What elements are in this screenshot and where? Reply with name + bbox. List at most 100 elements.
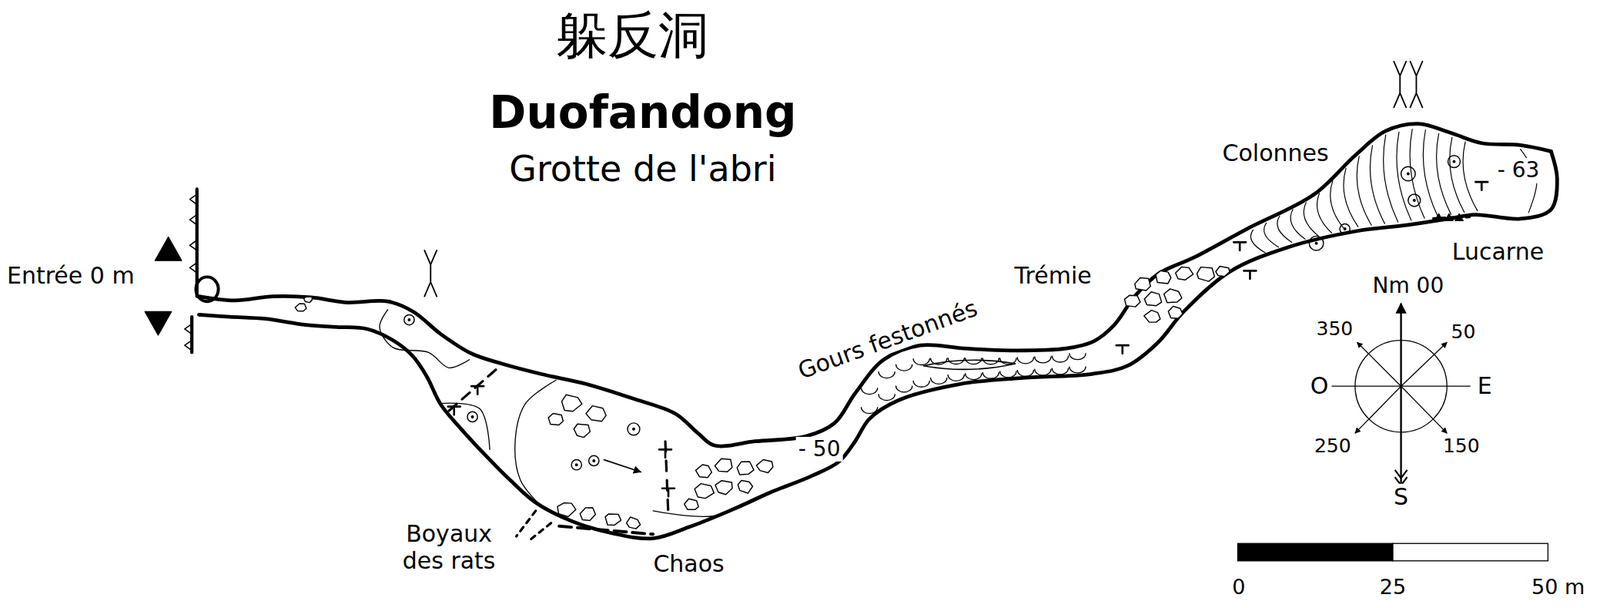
stalagmite-dot: [1452, 160, 1456, 163]
flowstone-line: [1356, 156, 1372, 225]
flowstone-line: [1396, 131, 1412, 220]
flowstone-line: [1343, 167, 1359, 227]
floor-step: [515, 379, 556, 506]
ceiling-tick: [662, 488, 675, 497]
gour-scallop: [947, 374, 965, 381]
ceiling-tick: [1233, 241, 1246, 251]
flowstone-line: [1264, 222, 1279, 247]
flowstone-line: [1383, 134, 1399, 222]
surface-symbol: [1393, 61, 1406, 108]
gour-scallop: [982, 371, 999, 379]
ceiling-tick: [1243, 270, 1256, 279]
scale-label: 25: [1377, 574, 1409, 599]
flowstone-line: [1409, 129, 1425, 219]
stalagmite: [589, 455, 600, 466]
compass-fletch: [1395, 469, 1408, 486]
gour-scallop: [896, 364, 913, 371]
block-rock: [715, 480, 733, 495]
gour-scallop: [896, 385, 913, 392]
block-rock: [1164, 288, 1182, 303]
stalagmite-dot: [1315, 241, 1318, 245]
ceiling-tick: [659, 448, 672, 458]
block-rock: [605, 513, 621, 525]
ceiling-tick: [1475, 181, 1488, 191]
gour-scallop: [861, 388, 878, 395]
surface-symbol: [1410, 61, 1423, 108]
stalagmite-dot: [575, 463, 578, 466]
chinese-name: 躲反洞: [554, 6, 712, 65]
flowstone-line: [1303, 202, 1319, 236]
block-rock: [756, 458, 774, 472]
subtitle: Grotte de l'abri: [506, 147, 779, 189]
block-rock: [294, 303, 307, 312]
cliff-tick: [189, 262, 197, 273]
cave-wall: [198, 150, 1557, 539]
bearing-label: 50: [1449, 320, 1479, 343]
gour-scallop: [965, 373, 982, 380]
gour-scallop: [861, 407, 878, 414]
flowstone-line: [1462, 141, 1478, 211]
stalagmite-dot: [592, 459, 596, 462]
stalagmite: [627, 422, 640, 436]
block-rock: [626, 516, 641, 529]
stalagmite-dot: [471, 415, 474, 419]
cliff-tick: [189, 194, 197, 205]
block-rock: [304, 296, 313, 303]
flowstone-line: [1422, 130, 1438, 217]
block-rock: [694, 483, 714, 499]
gour-scallop: [1000, 371, 1017, 378]
flowstone-line: [1369, 145, 1385, 224]
entrance-triangle: [154, 237, 181, 261]
stalagmite-dot: [1412, 199, 1416, 202]
block-rock: [696, 464, 713, 478]
map-title: Duofandong: [486, 86, 799, 138]
compass-axis: [1399, 303, 1402, 485]
bearing-label: 350: [1314, 317, 1356, 340]
floor-step: [438, 402, 490, 449]
block-rock: [1134, 277, 1151, 292]
block-rock: [585, 405, 606, 422]
cliff-tick: [184, 340, 192, 351]
slope-arrow: [604, 459, 642, 472]
area-label: Colonnes: [1220, 140, 1332, 168]
entrance-triangle: [144, 311, 171, 335]
north-label: Nm 00: [1369, 273, 1447, 298]
gour-scallop: [1051, 355, 1068, 362]
block-rock: [1175, 266, 1194, 280]
block-rock: [579, 507, 596, 521]
block-rock: [1215, 265, 1230, 276]
block-rock: [1144, 291, 1162, 306]
lucarne-tick: [1434, 213, 1443, 221]
stalagmite-dot: [632, 428, 636, 431]
entrance-label: Entrée 0 m: [4, 262, 138, 290]
stalagmite-dot: [408, 318, 411, 322]
area-label: Trémie: [1012, 262, 1095, 290]
block-rock: [573, 423, 590, 437]
gour-scallop: [1069, 366, 1086, 373]
lucarne-tick: [1455, 213, 1464, 221]
flowstone-line: [1250, 229, 1266, 253]
rat-passage: [530, 522, 552, 539]
flowstone-line: [1277, 216, 1293, 243]
block-rock: [557, 502, 576, 517]
block-rock: [684, 498, 700, 509]
ceiling-tick: [448, 406, 461, 416]
gour-scallop: [913, 380, 930, 387]
compass-diagonal: [1355, 385, 1402, 433]
gour-scallop: [878, 371, 895, 379]
block-rock: [1196, 267, 1215, 282]
bearing-label: 150: [1440, 435, 1483, 458]
east-label: E: [1475, 372, 1495, 400]
block-rock: [1168, 305, 1183, 318]
gour-scallop: [965, 358, 982, 365]
south-label: S: [1391, 483, 1411, 511]
block-rock: [562, 394, 583, 411]
passage-label: Boyaux des rats: [388, 520, 509, 574]
compass-diagonal: [1401, 341, 1448, 386]
scale-bar-white: [1392, 542, 1548, 561]
flowstone-line: [1290, 209, 1306, 240]
stalagmite: [1308, 235, 1324, 251]
gour-scallop: [913, 358, 930, 365]
